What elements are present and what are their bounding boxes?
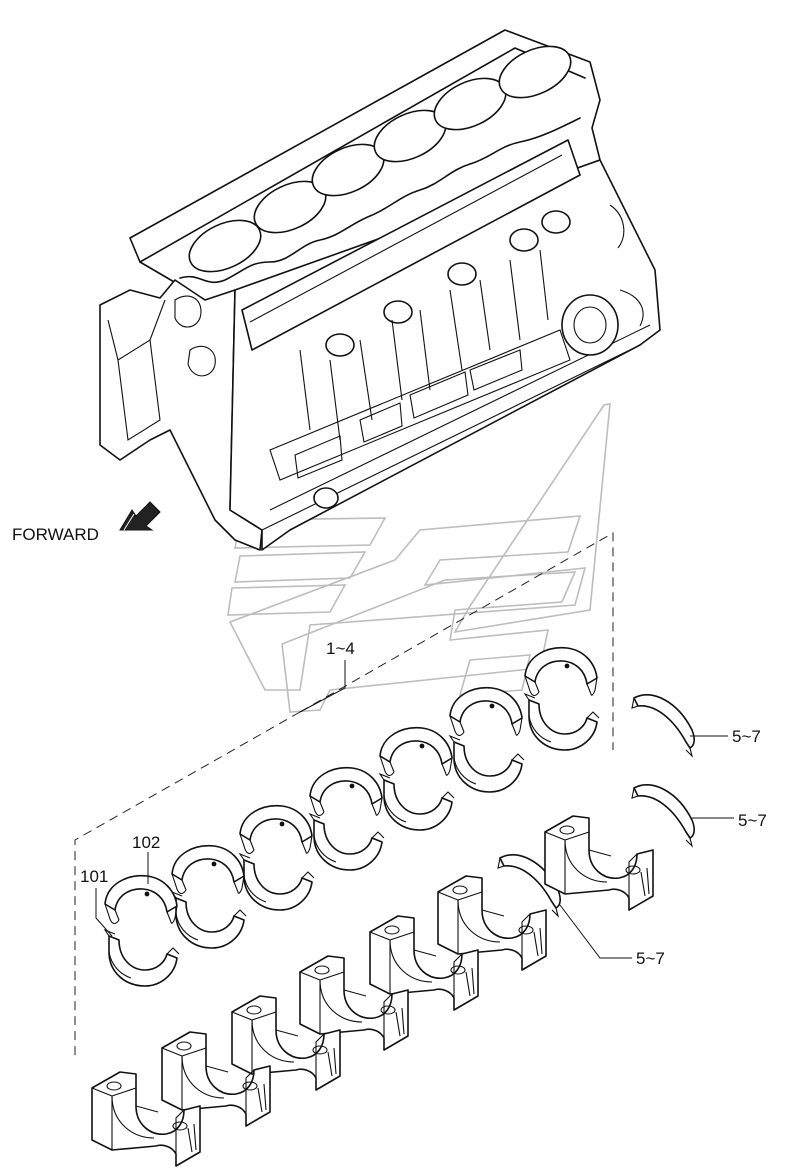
forward-arrow-icon: [119, 501, 161, 531]
thrust-washer-leader-3: [559, 904, 632, 959]
lower-bearing-shell-2: [171, 891, 247, 949]
cylinder-block-ref-label: 1~4: [326, 639, 355, 658]
upper-bearing-shell-1: [104, 874, 178, 925]
lower-bearing-shell-5: [379, 773, 455, 831]
lower-bearing-shell-4: [309, 813, 385, 871]
upper-bearing-shell-7: [524, 646, 598, 697]
lower-bearing-ref-label: 101: [80, 867, 108, 886]
upper-bearing-shell-3: [239, 804, 313, 855]
lower-bearing-shell-3: [239, 853, 315, 911]
upper-bearing-shell-2: [171, 844, 245, 895]
upper-bearing-shell-5: [379, 726, 453, 777]
watermark-logo: [227, 403, 611, 713]
lower-bearing-shell-7: [524, 693, 600, 751]
lower-bearing-shell-1: [104, 929, 180, 987]
main-bearing-cap-6: [437, 875, 547, 971]
upper-bearing-ref-label: 102: [132, 833, 160, 852]
upper-bearing-shell-4: [309, 766, 383, 817]
cylinder-block: [99, 29, 661, 551]
cylinder-block-leader: [299, 660, 346, 713]
main-bearing-cap-7: [544, 815, 654, 911]
thrust-washer-ref-label-2: 5~7: [738, 811, 767, 830]
lower-bearing-shell-6: [449, 735, 525, 793]
thrust-washer-middle: [631, 783, 695, 847]
exploded-boundary: [74, 532, 614, 1058]
lower-bearing-leader: [95, 888, 113, 937]
thrust-washer-ref-label-3: 5~7: [636, 949, 665, 968]
thrust-washer-ref-label-1: 5~7: [732, 727, 761, 746]
forward-label: FORWARD: [12, 525, 99, 544]
thrust-washer-upper: [631, 693, 695, 757]
